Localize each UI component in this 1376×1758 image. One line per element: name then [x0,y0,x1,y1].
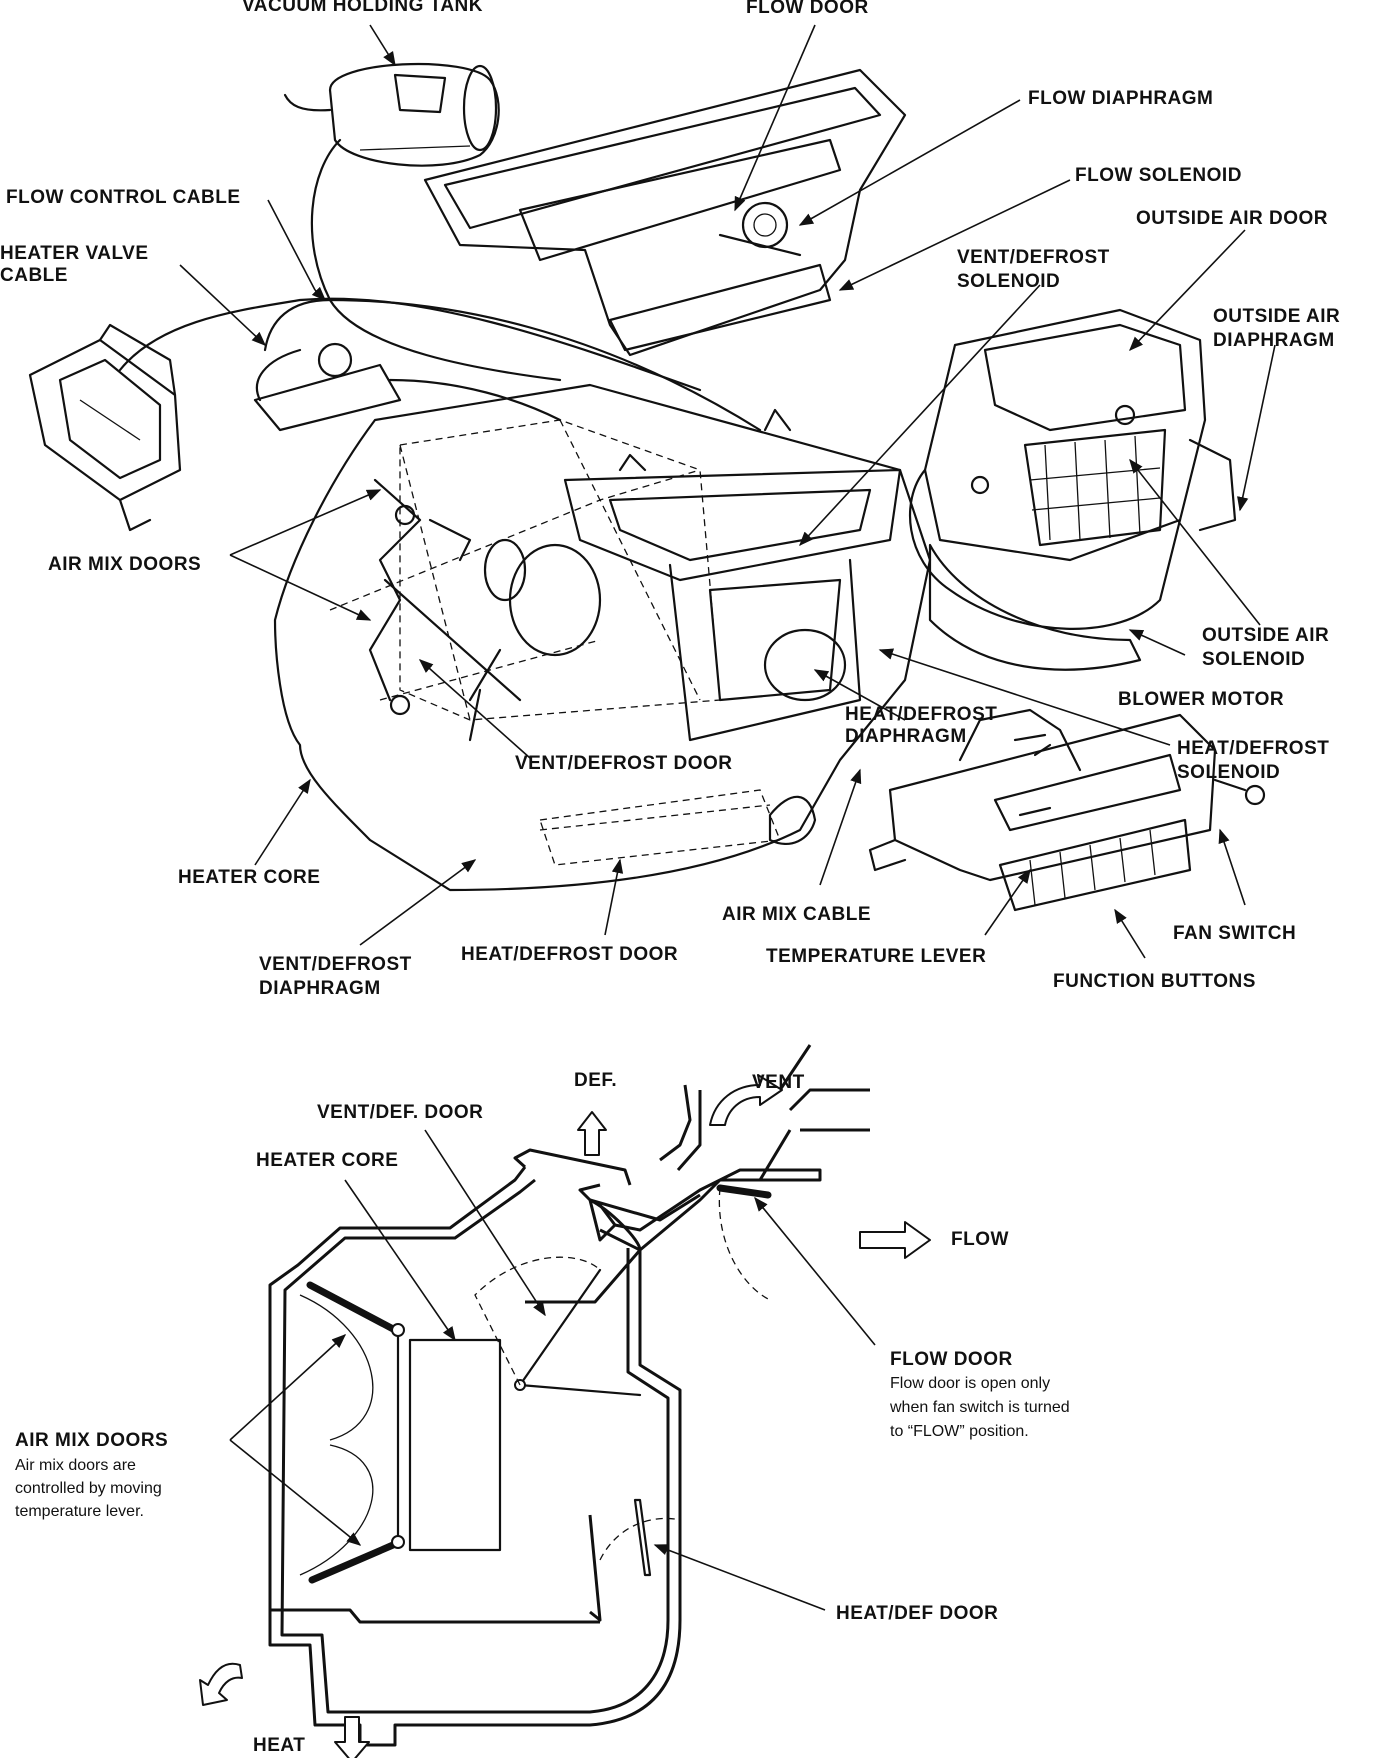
label-heater-valve-cable-line2: CABLE [0,265,68,286]
label-flow-control-cable: FLOW CONTROL CABLE [6,187,241,208]
label-heat-defrost-diaphragm-line1: HEAT/DEFROST [845,704,998,725]
label-vent-defrost-diaphragm-line2: DIAPHRAGM [259,978,381,999]
label-outside-air-solenoid-line1: OUTSIDE AIR [1202,625,1330,646]
bottom-cross-section [199,1044,931,1758]
label-vent-defrost-door: VENT/DEFROST DOOR [515,753,733,774]
label-vent-defrost-solenoid-line2: SOLENOID [957,271,1061,292]
label-outside-air-solenoid-line2: SOLENOID [1202,649,1306,670]
label-blower-motor: BLOWER MOTOR [1118,689,1285,710]
label-vent: VENT [752,1072,805,1093]
label-flow-diaphragm: FLOW DIAPHRAGM [1028,88,1214,109]
label-flow: FLOW [951,1229,1009,1250]
label-heat-defrost-diaphragm-line2: DIAPHRAGM [845,726,967,747]
heater-valve-drawing [118,297,762,432]
section-heater-core-shape [408,1338,502,1552]
label-outside-air-diaphragm-line2: DIAPHRAGM [1213,330,1335,351]
label-def: DEF. [574,1070,618,1091]
label-vacuum-holding-tank: VACUUM HOLDING TANK [242,0,483,16]
label-vent-def-door: VENT/DEF. DOOR [317,1102,484,1123]
label-heat-def-door: HEAT/DEF DOOR [836,1603,999,1624]
label-fan-switch: FAN SWITCH [1173,923,1297,944]
label-vent-defrost-solenoid-line1: VENT/DEFROST [957,247,1110,268]
label-vent-defrost-diaphragm-line1: VENT/DEFROST [259,954,412,975]
top-exploded-view [28,24,1276,959]
label-heat-defrost-solenoid-line2: SOLENOID [1177,762,1281,783]
label-air-mix-doors-bottom: AIR MIX DOORS [15,1430,169,1451]
note-air-mix-line1: Air mix doors are [15,1457,136,1474]
blower-assembly-drawing [908,308,1237,671]
heater-housing-drawing [273,383,932,892]
bottom-leader-lines [229,1129,876,1611]
label-heater-core-top: HEATER CORE [178,867,321,888]
label-outside-air-diaphragm-line1: OUTSIDE AIR [1213,306,1341,327]
label-outside-air-door: OUTSIDE AIR DOOR [1136,208,1329,229]
vacuum-tank-drawing [283,62,562,382]
label-function-buttons: FUNCTION BUTTONS [1053,971,1256,992]
top-leader-lines [179,24,1276,959]
note-flow-door-line1: Flow door is open only [890,1375,1051,1392]
label-flow-door-bottom: FLOW DOOR [890,1349,1013,1370]
label-air-mix-doors-top: AIR MIX DOORS [48,554,202,575]
label-heat: HEAT [253,1735,306,1756]
label-heat-defrost-door: HEAT/DEFROST DOOR [461,944,679,965]
label-heater-core-bottom: HEATER CORE [256,1150,399,1171]
label-heat-defrost-solenoid-line1: HEAT/DEFROST [1177,738,1330,759]
label-temperature-lever: TEMPERATURE LEVER [766,946,987,967]
label-flow-door-top: FLOW DOOR [746,0,869,18]
label-air-mix-cable: AIR MIX CABLE [722,904,871,925]
side-vent-outlet-drawing [28,323,182,532]
note-flow-door-line3: to “FLOW” position. [890,1423,1029,1440]
note-flow-door-line2: when fan switch is turned [890,1399,1070,1416]
label-flow-solenoid: FLOW SOLENOID [1075,165,1242,186]
note-air-mix-line2: controlled by moving [15,1480,162,1497]
control-panel-drawing [868,708,1266,912]
flow-duct-drawing [423,68,907,357]
note-air-mix-line3: temperature lever. [15,1503,144,1520]
airflow-arrows [199,1074,931,1758]
label-heater-valve-cable-line1: HEATER VALVE [0,243,149,264]
